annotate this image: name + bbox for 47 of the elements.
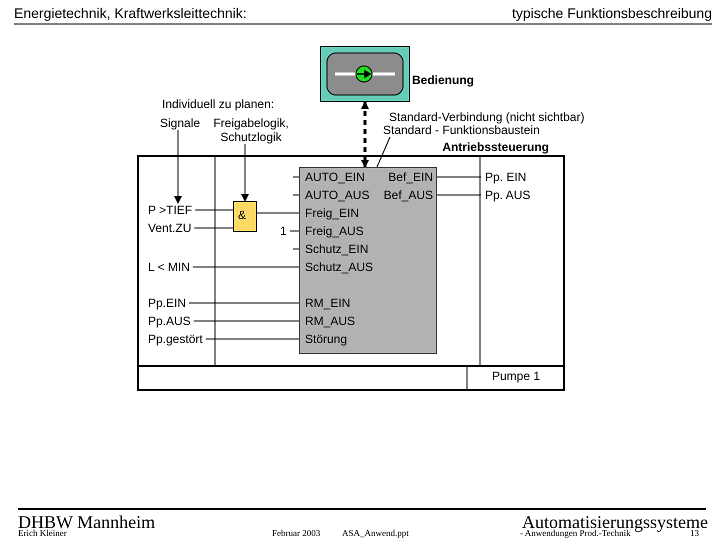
pin-label: AUTO_AUS — [305, 188, 370, 202]
signal-line — [192, 266, 300, 268]
signal-line — [193, 320, 300, 322]
pin-label: RM_EIN — [305, 296, 350, 310]
cell-label: Pumpe 1 — [468, 366, 564, 390]
signal-line — [290, 230, 300, 232]
annotation-text: Standard - Funktionsbaustein — [383, 123, 543, 137]
signal-label: Pp.AUS — [148, 314, 194, 328]
signal-label: Pp.gestört — [148, 332, 206, 346]
signal-line — [205, 338, 300, 340]
pin-label: AUTO_EIN — [305, 170, 365, 184]
pin-label: Störung — [305, 332, 348, 346]
pin-label: Bef_AUS — [384, 188, 433, 202]
header-title: Energietechnik, Kraftwerksleittechnik: — [14, 5, 247, 21]
annotation-text: Standard-Verbindung (nicht sichtbar) — [389, 110, 584, 124]
footer-note: Erich Kleiner — [18, 528, 67, 539]
footer-note: Februar 2003 — [272, 528, 320, 539]
pin-label: Schutz_AUS — [305, 260, 374, 274]
annotation-text: Signale — [160, 116, 200, 130]
function-block — [299, 167, 437, 354]
constant-value: 1 — [280, 224, 290, 238]
output-label: Pp. AUS — [481, 188, 541, 202]
header-title: typische Funktionsbeschreibung — [512, 5, 712, 21]
frame-title: Antriebssteuerung — [442, 140, 549, 154]
pin-label: Schutz_EIN — [305, 242, 368, 256]
arrow — [361, 101, 369, 168]
signal-line — [436, 176, 482, 178]
signal-label: L < MIN — [148, 260, 193, 274]
arrow — [174, 130, 182, 204]
signal-line — [256, 212, 300, 214]
signal-line — [436, 194, 482, 196]
pin-label: Bef_EIN — [388, 170, 433, 184]
annotation-text: Individuell zu planen: — [162, 97, 274, 111]
output-label: Pp. EIN — [481, 170, 541, 184]
leader-line — [376, 136, 390, 168]
signal-label: Vent.ZU — [148, 221, 194, 235]
panel-label: Bedienung — [412, 73, 474, 87]
signal-label: Pp.EIN — [148, 296, 190, 310]
pin-label: Freig_EIN — [305, 206, 360, 220]
signal-line — [188, 302, 300, 304]
annotation-text: Freigabelogik, Schutzlogik — [205, 116, 297, 144]
arrow — [241, 144, 249, 202]
and-gate: & — [233, 201, 257, 232]
pin-label: Freig_AUS — [305, 224, 364, 238]
footer-note: ASA_Anwend.ppt — [342, 528, 409, 539]
pin-label: RM_AUS — [305, 314, 356, 328]
signal-label: P >TIEF — [148, 203, 196, 217]
